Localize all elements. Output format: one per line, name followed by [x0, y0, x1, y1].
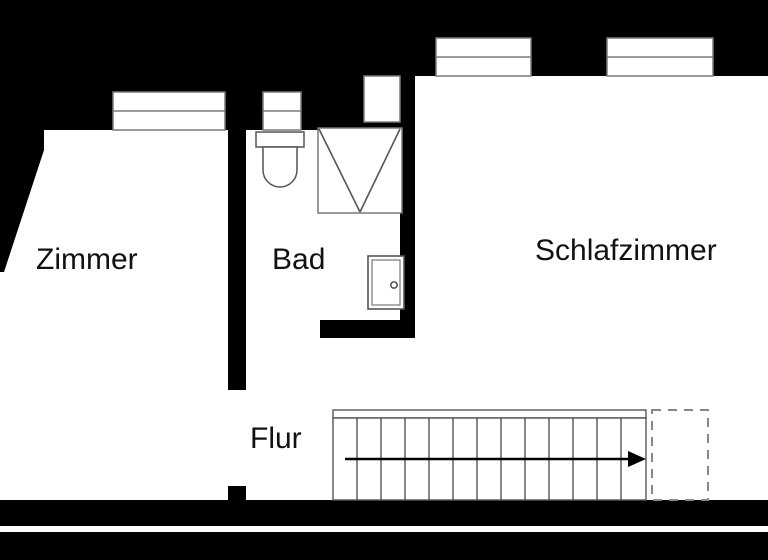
- wall-schlaf-window-pier-3: [713, 38, 768, 76]
- stair-landing-dashed: [651, 409, 709, 501]
- washbasin-fixture: [367, 255, 405, 310]
- wall-zimmer-bad-partition: [228, 122, 246, 390]
- window-zimmer: [112, 91, 226, 131]
- toilet-fixture: [255, 131, 305, 188]
- room-label-flur: Flur: [250, 422, 302, 455]
- window-schlafzimmer-right: [606, 37, 714, 77]
- window-stair-light-opening: [363, 75, 401, 123]
- window-bad: [262, 91, 302, 131]
- stair-direction-arrow: [345, 451, 646, 467]
- window-group: [112, 37, 714, 131]
- staircase: [332, 409, 709, 501]
- window-schlafzimmer-left: [435, 37, 532, 77]
- room-label-zimmer: Zimmer: [36, 243, 138, 276]
- room-label-schlafzimmer: Schlafzimmer: [535, 234, 717, 267]
- wall-bad-top-pier: [301, 92, 322, 130]
- wall-flur-left-stub: [228, 486, 246, 502]
- room-label-bad: Bad: [272, 243, 326, 276]
- skylight-v-symbol: [317, 127, 403, 214]
- wall-zimmer-angled-corner: [0, 130, 44, 272]
- wall-schlaf-window-pier-1: [415, 38, 436, 76]
- wall-door-jamb-notch: [233, 322, 246, 338]
- wall-schlaf-window-pier-2: [531, 38, 607, 76]
- wall-bad-bottom: [320, 320, 415, 338]
- wall-flur-bottom: [0, 500, 768, 526]
- fixture-group: [255, 127, 405, 310]
- wall-top-right-mass: [322, 0, 768, 38]
- wall-bottom-outer-band: [0, 532, 768, 560]
- stair-stringer-top: [332, 409, 647, 419]
- wall-top-left-mass: [0, 0, 322, 92]
- wall-upper-left-band: [0, 92, 113, 130]
